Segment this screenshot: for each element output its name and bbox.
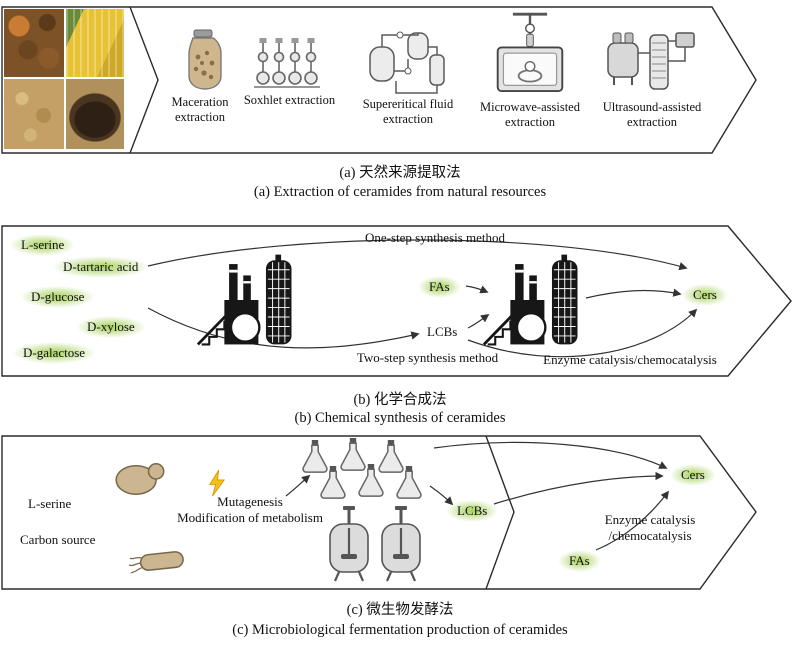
cers-label: Cers: [682, 284, 728, 306]
arrow-fas-to-cers: [595, 490, 670, 551]
method-label-supercritical: Supereritical fluid extraction: [362, 97, 454, 127]
caption-c-zh: (c) 微生物发酵法: [346, 602, 454, 618]
fermenter-tank-icon: [326, 506, 372, 582]
panel-b-arrow-outline: [1, 225, 792, 377]
flask-icon: [354, 464, 388, 498]
mutagenesis-block: Mutagenesis Modification of metabolism: [150, 494, 350, 525]
two-step-label: Two-step synthesis method: [356, 350, 499, 365]
panel-b-chemical-synthesis: L-serine D-tartaric acid D-glucose D-xyl…: [0, 224, 800, 378]
method-label-maceration: Maceration extraction: [171, 95, 229, 125]
method-label-microwave: Microwave-assisted extraction: [480, 100, 580, 130]
arrow-lcbs-to-cers: [493, 471, 664, 505]
substrate-d-xylose: D-xylose: [76, 316, 146, 338]
enzyme-line1: Enzyme catalysis: [604, 512, 696, 527]
ultrasound-apparatus-icon: [606, 27, 698, 101]
fas-label: FAs: [558, 550, 601, 572]
photo-coffee-beans: [4, 9, 64, 77]
input-carbon-source: Carbon source: [20, 532, 96, 547]
arrow-mutagenesis-to-flasks: [285, 474, 311, 497]
arrow-fas-to-factory2: [465, 285, 489, 294]
caption-c-en: (c) Microbiological fermentation product…: [232, 622, 568, 638]
panel-c-arrow-outline: [1, 435, 757, 590]
cers-label: Cers: [670, 464, 716, 486]
one-step-label: One-step synthesis method: [364, 230, 506, 245]
chemical-plant-icon: [482, 250, 586, 350]
yeast-cell-icon: [112, 460, 166, 498]
enzyme-catalysis-label: Enzyme catalysis/chemocatalysis: [543, 352, 717, 367]
caption-b-zh: (b) 化学合成法: [353, 392, 447, 408]
arrow-one-step: [147, 239, 688, 271]
substrate-l-serine: L-serine: [10, 234, 76, 256]
fermenter-tank-icon: [378, 506, 424, 582]
caption-a-zh: (a) 天然来源提取法: [339, 165, 461, 181]
maceration-jar-icon: [181, 29, 225, 91]
flask-icon: [392, 466, 426, 500]
arrow-flasks-to-cers: [433, 441, 668, 469]
photo-corn: [66, 9, 124, 77]
soxhlet-apparatus-icon: [252, 37, 322, 89]
substrate-d-tartaric: D-tartaric acid: [52, 256, 150, 278]
chemical-plant-icon: [196, 250, 300, 350]
arrow-two-step: [147, 307, 420, 349]
substrate-d-glucose: D-glucose: [20, 286, 96, 308]
arrow-lcbs-to-factory2: [467, 314, 490, 329]
caption-b-en: (b) Chemical synthesis of ceramides: [294, 410, 506, 426]
microwave-oven-icon: [492, 11, 568, 99]
enzyme-catalysis-block: Enzyme catalysis /chemocatalysis: [570, 512, 730, 543]
supercritical-fluid-icon: [366, 27, 450, 99]
lcbs-label: LCBs: [446, 500, 499, 522]
modification-label: Modification of metabolism: [177, 509, 323, 525]
enzyme-line2: /chemocatalysis: [608, 527, 692, 543]
photo-bran-powder: [4, 79, 64, 149]
method-label-soxhlet: Soxhlet extraction: [243, 93, 336, 107]
bacterium-icon: [128, 546, 188, 578]
panel-a-arrow-outline: [1, 6, 757, 154]
flask-icon: [316, 466, 350, 500]
flow-arrows-b: [147, 239, 698, 358]
fas-label: FAs: [418, 276, 461, 298]
caption-a-en: (a) Extraction of ceramides from natural…: [253, 184, 547, 200]
substrate-d-galactose: D-galactose: [12, 342, 97, 364]
arrow-enzyme-to-cers: [467, 308, 698, 358]
panel-c-fermentation: L-serine Carbon source Mutagenesis Modif…: [0, 434, 800, 591]
panel-a-natural-extraction: Maceration extraction Soxhlet extraction…: [0, 5, 800, 155]
arrow-factory2-to-cers: [585, 288, 682, 299]
method-label-ultrasound: Ultrasound-assisted extraction: [602, 100, 702, 130]
lcbs-label: LCBs: [427, 324, 458, 339]
lightning-icon: [208, 470, 226, 497]
input-l-serine: L-serine: [28, 496, 72, 511]
mutagenesis-label: Mutagenesis: [217, 494, 283, 509]
photo-dark-fungus: [66, 79, 124, 149]
